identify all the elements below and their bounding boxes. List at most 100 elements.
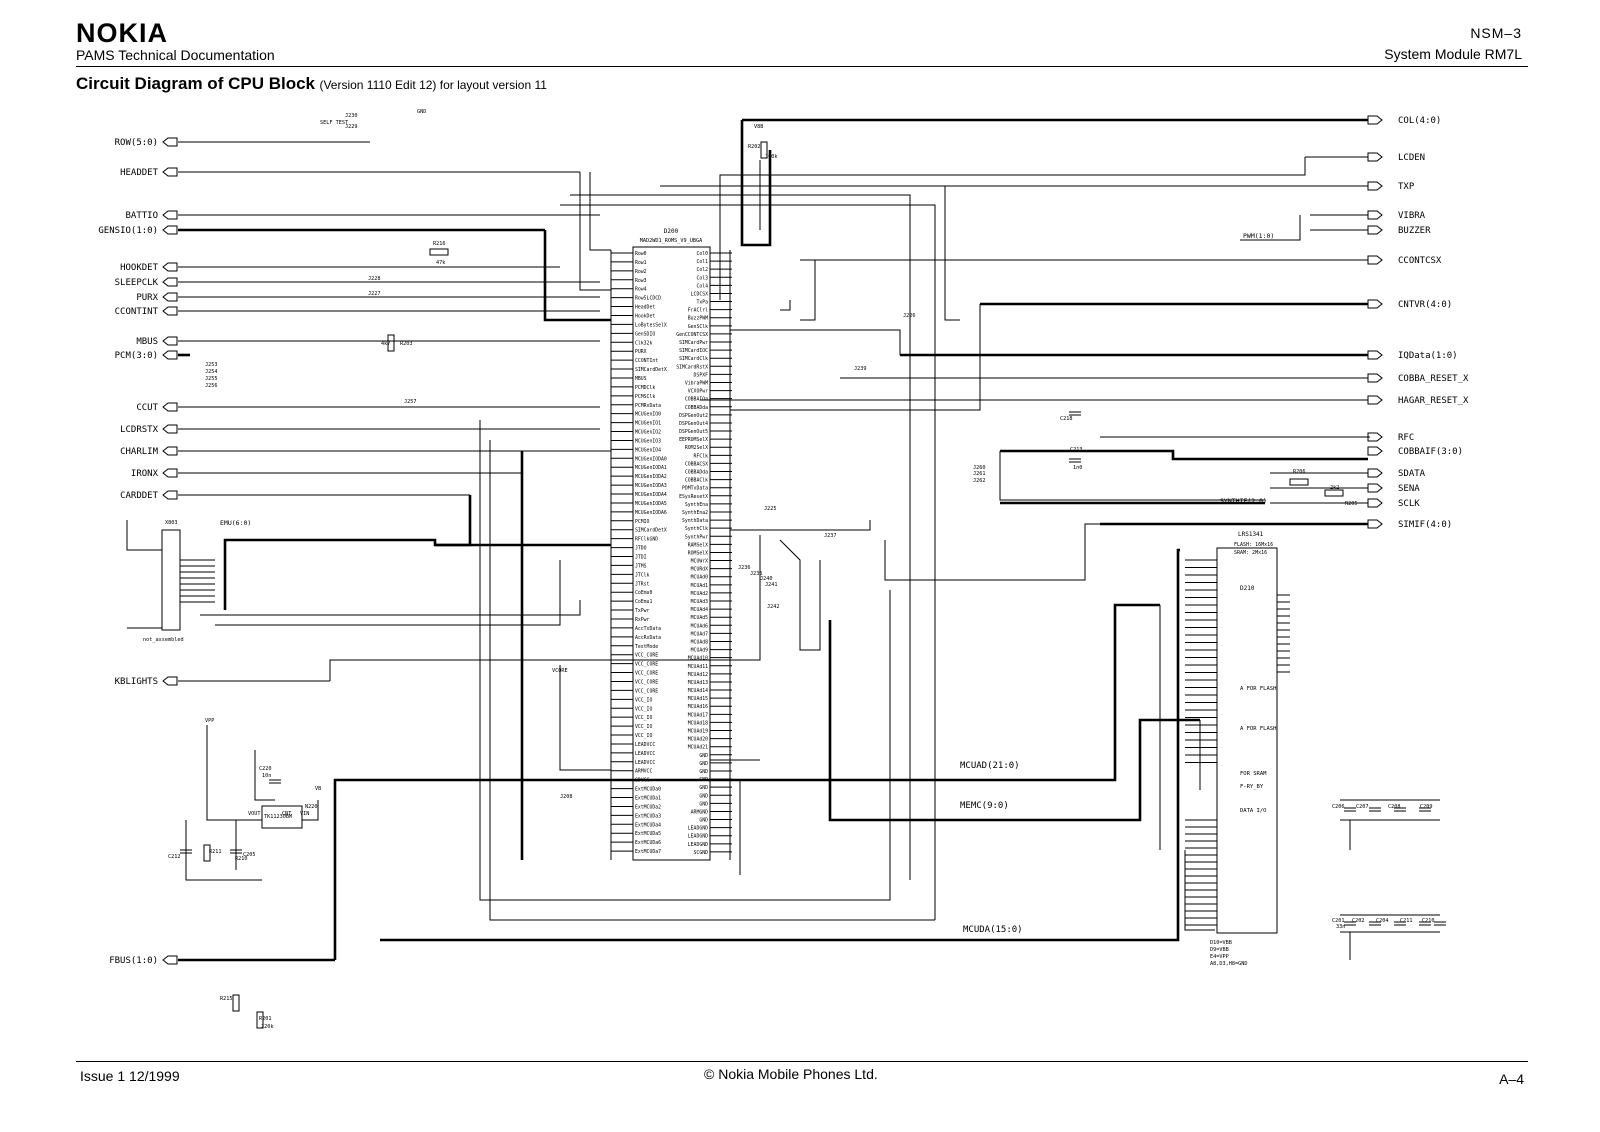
cpu-right-pin-label: LEADGND — [688, 842, 708, 848]
wire — [719, 157, 1306, 300]
port-label-ccontint: CCONTINT — [115, 307, 159, 317]
cpu-right-pin-label: SynthPwr — [685, 534, 708, 540]
ref-label-12: R203 — [400, 341, 413, 347]
cpu-right-pin-label: MCUAd16 — [688, 704, 708, 710]
cpu-right-pin-label: DSPGenOut5 — [679, 429, 708, 435]
ref-label-44: R211 — [209, 849, 222, 855]
cpu-left-pin-label: ExtMCUDa1 — [635, 796, 661, 802]
cpu-right-pin-label: GND — [699, 818, 708, 824]
wire — [479, 420, 891, 901]
ref-label-33: R206 — [1293, 469, 1306, 475]
cpu-left-pin-label: Row1 — [635, 260, 647, 266]
cpu-right-pin-label: ARMGND — [691, 809, 708, 815]
port-label-gensio-1-0-: GENSIO(1:0) — [98, 226, 158, 236]
ref-label-14: J254 — [205, 369, 218, 375]
ref-label-6: 100k — [765, 154, 778, 160]
cpu-right-pin-label: Col3 — [696, 275, 708, 281]
port-label-row-5-0-: ROW(5:0) — [115, 138, 158, 148]
ref-label-29: J262 — [973, 478, 986, 484]
wire — [560, 204, 936, 920]
port-label-txp: TXP — [1398, 182, 1415, 192]
ref-label-21: J236 — [738, 565, 751, 571]
cpu-left-pin-label: CoEmu0 — [635, 590, 652, 596]
ref-label-16: J256 — [205, 383, 218, 389]
cpu-right-pin-label: GND — [699, 761, 708, 767]
cpu-right-pin-label: MCUAd17 — [688, 712, 708, 718]
cpu-right-pin-label: MCUAd20 — [688, 737, 708, 743]
cpu-right-pin-label: COBBADda — [685, 470, 708, 476]
cpu-left-pin-label: JTRst — [635, 581, 650, 587]
cpu-left-pin-label: VCC_IO — [635, 724, 652, 730]
cpu-left-pin-label: ExtMCUDa5 — [635, 831, 661, 837]
flash-section-label: F-RY_BY — [1240, 784, 1264, 790]
cpu-right-pin-label: EEPROMSelX — [679, 437, 708, 443]
port-label-lcden: LCDEN — [1398, 153, 1425, 163]
port-connector — [1367, 181, 1383, 191]
cpu-left-pin-label: PCMRxData — [635, 403, 661, 409]
title-detail: (Version 1110 Edit 12) for layout versio… — [319, 78, 547, 92]
bus-line — [543, 230, 611, 322]
cpu-left-pin-label: RxPwr — [635, 617, 650, 623]
cpu-right-pin-label: SynthData — [682, 518, 708, 524]
bus-line — [740, 120, 772, 247]
cpu-right-pin-label: GND — [699, 769, 708, 775]
flash-section-label: DATA I/O — [1240, 808, 1267, 814]
port-connector — [162, 225, 178, 235]
ref-label-36: X803 — [165, 520, 178, 526]
port-connector — [1367, 432, 1383, 442]
ref-label-42: C220 — [259, 766, 272, 772]
flash-note-label: D10=VBB — [1210, 940, 1232, 946]
cpu-left-pin-label: ExtMCUDa2 — [635, 804, 661, 810]
cpu-right-pin-label: DSPGenOut2 — [679, 413, 708, 419]
cpu-left-pin-label: Row2 — [635, 269, 647, 275]
ref-label-34: 2k2 — [1330, 485, 1339, 491]
ref-label-48: VOUT — [248, 811, 261, 817]
cpu-left-pin-label: AccRxData — [635, 635, 661, 641]
cpu-right-pin-label: SIMCardIOC — [679, 348, 708, 354]
title-main: Circuit Diagram of CPU Block — [76, 74, 315, 93]
ref-label-64: 33n — [1336, 924, 1345, 930]
cpu-right-pin-label: MCUAd3 — [691, 599, 708, 605]
ref-label-54: 220k — [261, 1024, 274, 1030]
cpu-right-pin-label: VibraPWM — [685, 380, 708, 386]
cpu-right-pin-label: ROMSelX — [688, 550, 708, 556]
port-label-sleepclk: SLEEPCLK — [115, 278, 159, 288]
r205-resistor — [1324, 489, 1344, 497]
port-label-simif-4-0-: SIMIF(4:0) — [1398, 520, 1452, 530]
cpu-left-pin-label: MCUGenIODA0 — [635, 456, 667, 462]
wire — [185, 820, 262, 881]
port-label-cntvr-4-0-: CNTVR(4:0) — [1398, 300, 1452, 310]
ref-label-39: VPP — [205, 718, 214, 724]
ref-label-0: J230 — [345, 113, 358, 119]
port-connector — [1367, 115, 1383, 125]
r203-resistor — [387, 334, 395, 352]
ref-label-58: C209 — [1420, 804, 1433, 810]
doc-subtitle: PAMS Technical Documentation — [76, 47, 275, 63]
cpu-left-pin-label: MCUGenIO2 — [635, 430, 661, 436]
flash-section-label: FOR SRAM — [1240, 771, 1267, 777]
r206-resistor — [1289, 478, 1309, 486]
port-label-col-4-0-: COL(4:0) — [1398, 116, 1441, 126]
ref-label-56: C207 — [1356, 804, 1369, 810]
port-label-headdet: HEADDET — [120, 168, 159, 178]
cpu-right-pin-label: GenSClk — [688, 324, 708, 330]
cpu-left-pin-label: MCUGenIODA2 — [635, 474, 667, 480]
wire — [779, 539, 821, 651]
ref-label-19: J225 — [764, 506, 777, 512]
wire — [254, 750, 275, 801]
cpu-right-pin-label: MCUAd14 — [688, 688, 708, 694]
cpu-right-pin-label: RFClk — [694, 453, 709, 459]
cpu-d200-box — [632, 246, 711, 861]
cpu-right-pin-label: MCUAd1 — [691, 583, 708, 589]
cpu-left-pin-label: Clk32k — [635, 340, 652, 346]
ref-label-27: J260 — [973, 465, 986, 471]
cpu-left-pin-label: GenSDIO — [635, 331, 655, 337]
flash-section-label: A FOR FLASH — [1240, 686, 1276, 692]
ref-label-11: 4k7 — [381, 341, 390, 347]
cpu-right-pin-label: ESysResetX — [679, 494, 708, 500]
port-label-cobba-reset-x: COBBA_RESET_X — [1398, 374, 1469, 384]
header-divider — [76, 66, 1528, 67]
cpu-right-pin-label: LEADGND — [688, 834, 708, 840]
cpu-left-pin-label: VCC_CORE — [635, 662, 658, 668]
port-connector — [1367, 152, 1383, 162]
